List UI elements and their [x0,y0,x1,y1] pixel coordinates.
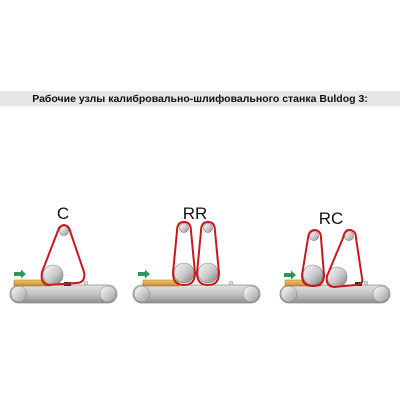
tension-roller [59,226,69,236]
conveyor-roller [133,285,151,303]
sanding-belt [301,229,325,287]
unit-rc-label: RC [319,209,344,228]
pressure-roller [83,280,89,286]
contact-roller [173,262,195,284]
conveyor-belt [132,284,261,304]
sanding-belt [325,228,364,288]
tension-roller [203,223,213,233]
sanding-belt [196,221,220,286]
conveyor-roller [242,285,260,303]
conveyor-roller [99,285,117,303]
conveyor-belt [9,284,118,304]
conveyor-roller [10,285,28,303]
unit-rr: RR [132,204,261,304]
sanding-belt [172,221,196,286]
unit-c: C [9,204,118,304]
feed-arrow-icon [284,270,296,280]
conveyor-roller [280,285,298,303]
tension-roller [179,223,189,233]
pressure-roller [228,280,234,286]
conveyor-roller [372,285,390,303]
feed-arrow-icon [14,269,26,279]
contact-roller [197,262,219,284]
contact-roller [302,264,324,286]
pressure-roller [363,280,369,286]
unit-rr-label: RR [183,204,208,223]
unit-rc: RC [279,209,391,304]
feed-arrow-icon [138,269,150,279]
tension-roller [309,231,319,241]
unit-c-label: C [57,204,69,223]
page-title: Рабочие узлы калибровально-шлифовального… [32,92,368,105]
contact-roller [42,264,64,286]
sanding-belt [40,224,86,286]
workpiece [142,279,180,287]
title-bar: Рабочие узлы калибровально-шлифовального… [0,91,400,106]
